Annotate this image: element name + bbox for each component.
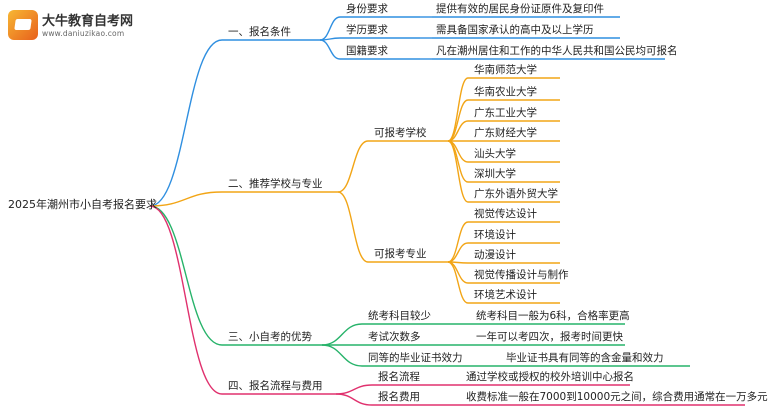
item-link [447,261,469,304]
child-link [321,344,363,367]
list-item: 广东外语外贸大学 [474,188,558,200]
child-link [321,323,363,346]
list-item: 广东工业大学 [474,107,537,119]
child-label: 学历要求 [346,24,388,36]
branch-label: 三、小自考的优势 [228,331,312,343]
child-label: 身份要求 [346,3,388,15]
list-item: 环境设计 [474,229,516,241]
list-item: 视觉传达设计 [474,208,537,220]
detail-label: 毕业证书具有同等的含金量和效力 [506,352,664,364]
branch-label: 四、报名流程与费用 [228,380,323,392]
child-link [337,191,369,263]
list-item: 深圳大学 [474,168,516,180]
child-label: 报名流程 [378,371,420,383]
detail-label: 统考科目一般为6科，合格率更高 [476,310,630,322]
list-item: 华南师范大学 [474,64,537,76]
child-link [335,384,373,395]
list-item: 广东财经大学 [474,127,537,139]
child-label: 统考科目较少 [368,310,431,322]
child-label: 可报考专业 [374,248,427,260]
branch-link [149,205,223,395]
detail-label: 提供有效的居民身份证原件及复印件 [436,3,604,15]
branch-link [149,205,223,346]
child-label: 国籍要求 [346,45,388,57]
logo-url: www.daniuzikao.com [42,29,125,38]
list-item: 动漫设计 [474,249,516,261]
list-item: 华南农业大学 [474,86,537,98]
child-label: 考试次数多 [368,331,421,343]
child-label: 报名费用 [378,391,420,403]
child-label: 同等的毕业证书效力 [368,352,463,364]
branch-label: 一、报名条件 [228,26,291,38]
child-link [319,39,341,60]
branch-link [149,39,223,207]
item-link [447,140,469,203]
mindmap-links [149,16,745,406]
child-link [335,393,373,406]
logo-title: 大牛教育自考网 [42,14,134,29]
detail-label: 一年可以考四次，报考时间更快 [476,331,623,343]
detail-label: 需具备国家承认的高中及以上学历 [436,24,594,36]
list-item: 环境艺术设计 [474,289,537,301]
child-link [337,140,369,193]
detail-label: 通过学校或授权的校外培训中心报名 [466,371,634,383]
list-item: 视觉传播设计与制作 [474,269,569,281]
child-link [319,16,341,41]
mindmap-root: 2025年潮州市小自考报名要求 [8,198,157,211]
book-icon [8,10,38,40]
list-item: 汕头大学 [474,148,516,160]
child-label: 可报考学校 [374,127,427,139]
item-link [447,221,469,263]
item-link [447,242,469,263]
item-link [447,99,469,142]
detail-label: 凡在潮州居住和工作的中华人民共和国公民均可报名 [436,45,678,57]
branch-label: 二、推荐学校与专业 [228,178,323,190]
branch-link [149,191,223,207]
site-logo: 大牛教育自考网 www.daniuzikao.com [8,8,148,48]
detail-label: 收费标准一般在7000到10000元之间，综合费用通常在一万多元 [466,391,768,403]
